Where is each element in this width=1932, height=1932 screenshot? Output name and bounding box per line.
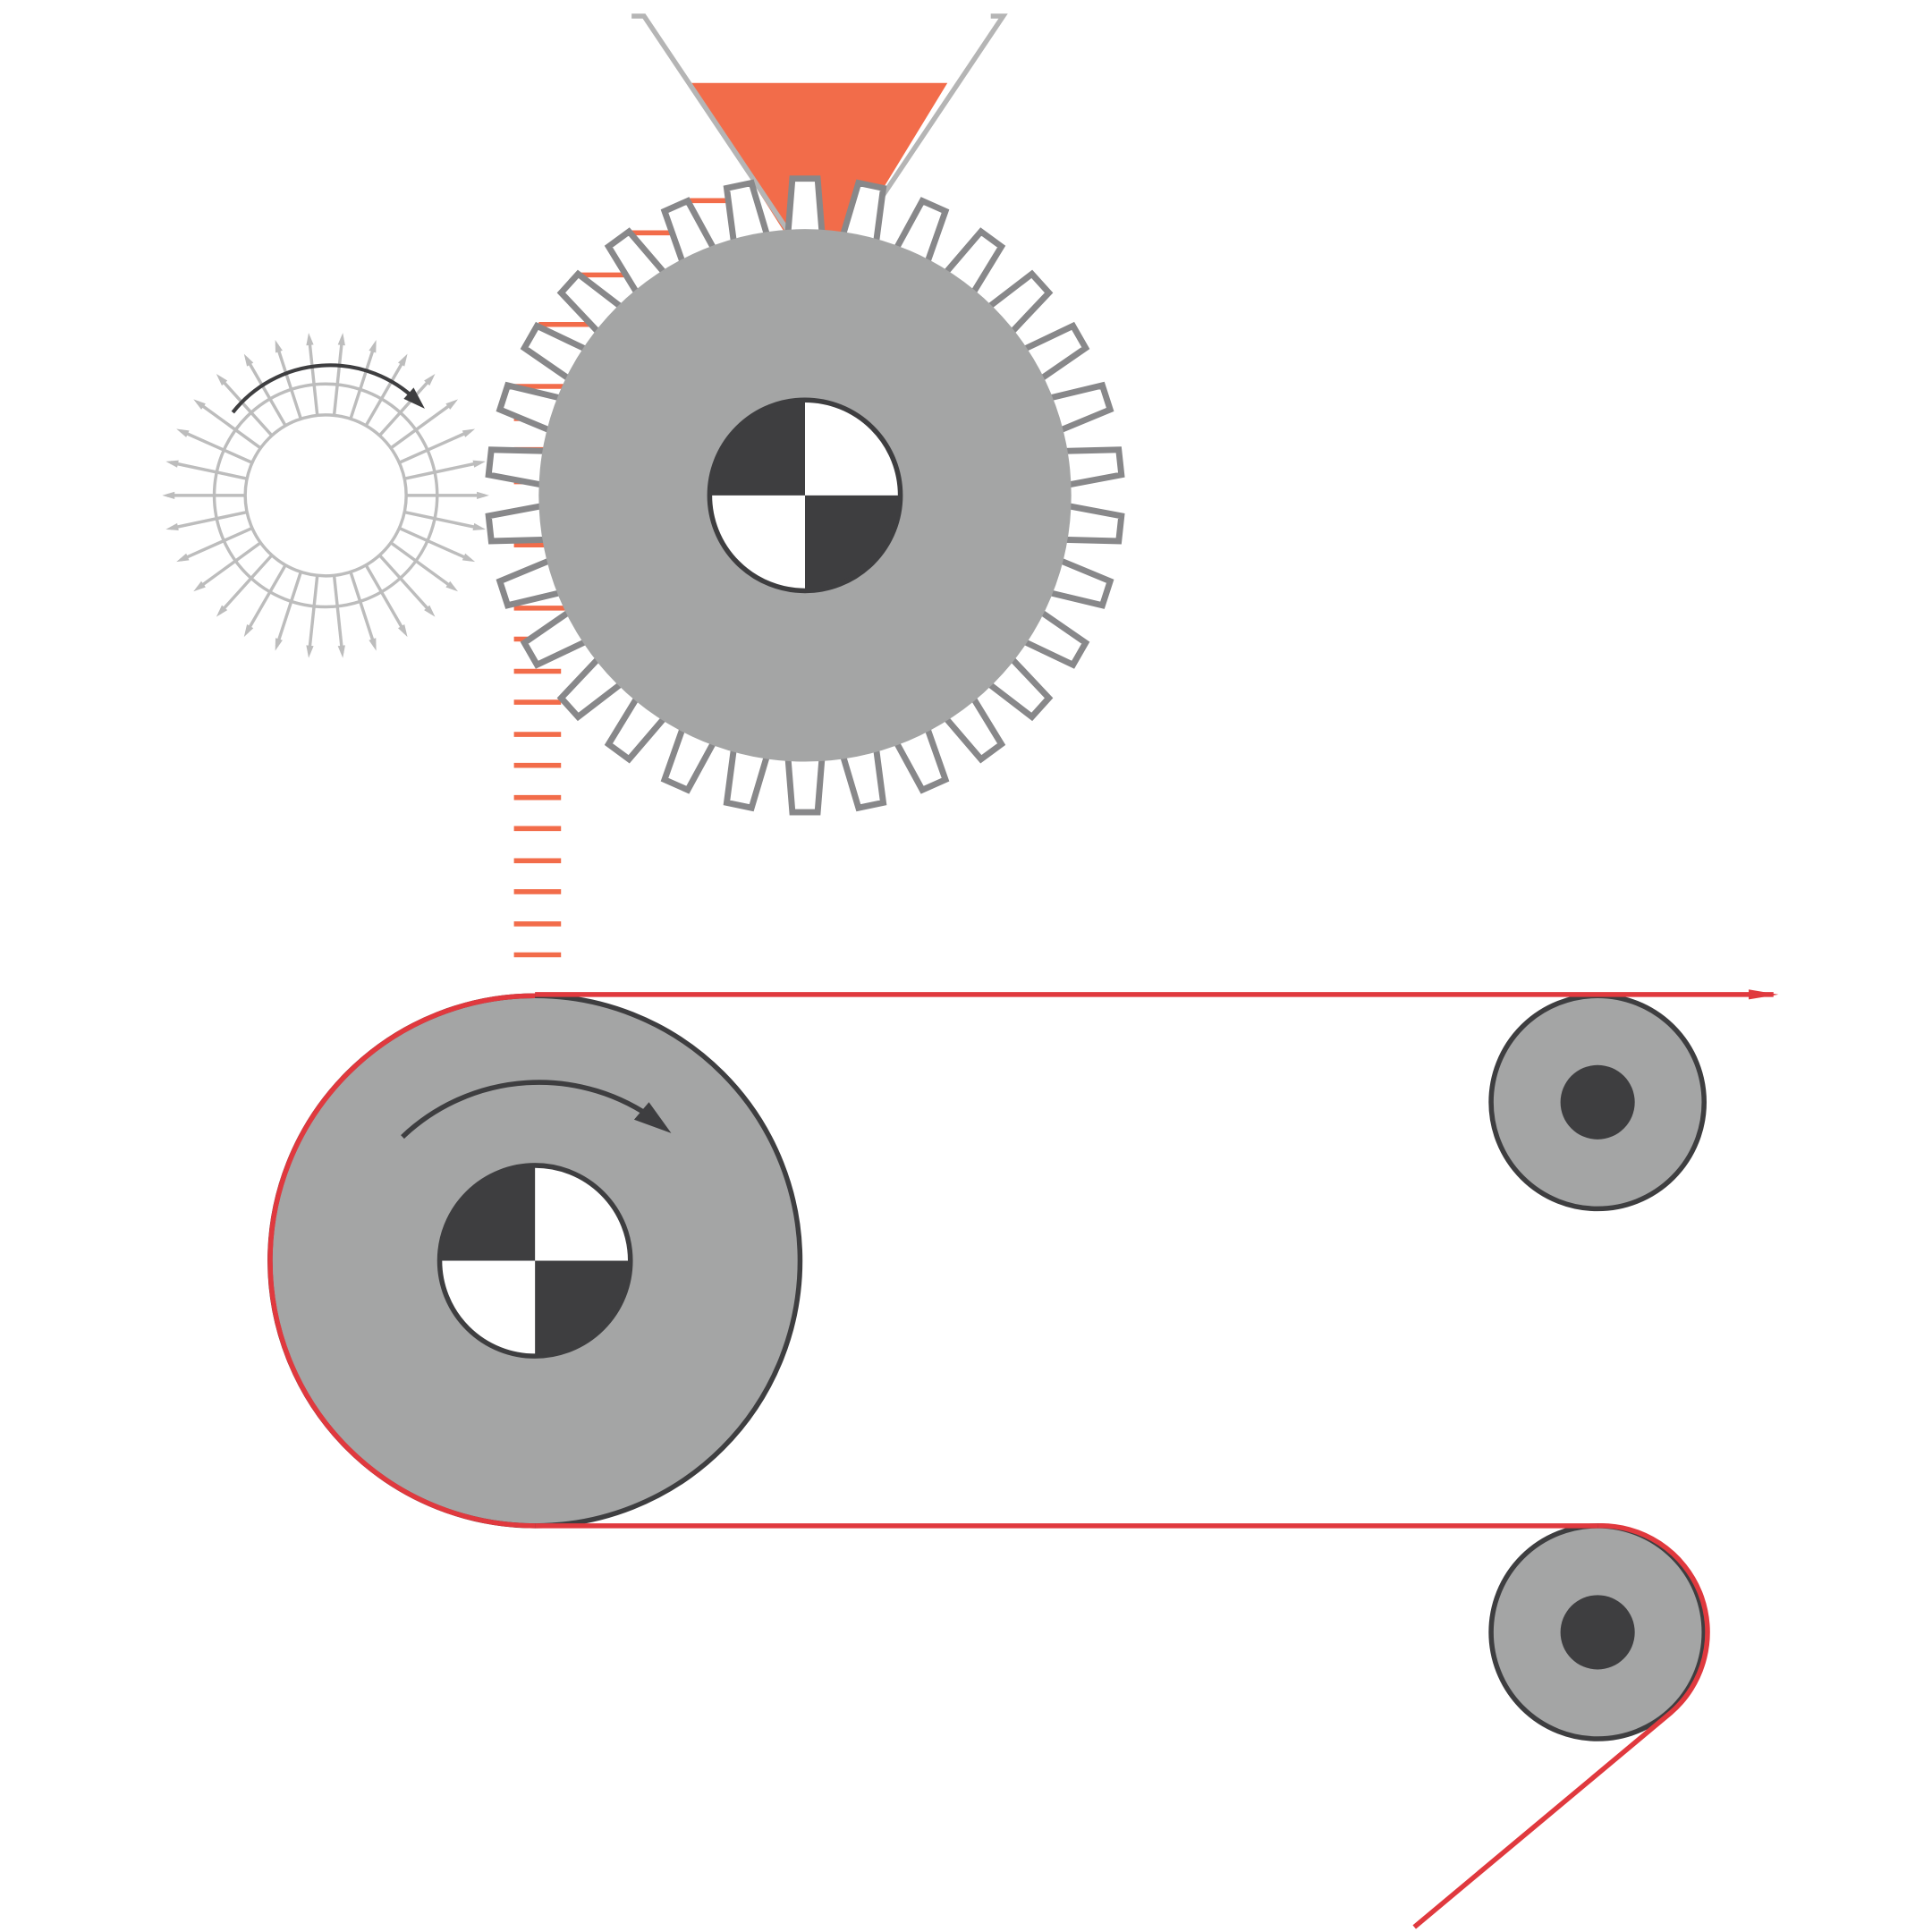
spoke-arrow [364, 564, 407, 634]
spoke-arrow [170, 461, 248, 480]
spoke-arrow [180, 429, 253, 464]
spoke-arrow [180, 526, 253, 562]
radial-wheel [162, 333, 489, 658]
spoke-arrow [218, 376, 274, 437]
pulley-hub-icon [436, 1163, 633, 1359]
spoke-arrowhead [216, 605, 228, 617]
spoke-arrowhead [216, 374, 228, 386]
spoke-arrowhead [424, 374, 436, 386]
spoke-arrow [218, 554, 274, 614]
spoke-arrowhead [193, 580, 206, 592]
spoke-arrow [389, 401, 455, 450]
drive-pulley [267, 993, 803, 1529]
spoke-arrowhead [193, 399, 206, 410]
gear-teeth [485, 175, 1125, 816]
spoke-arrow [403, 461, 481, 480]
gear-hub-icon [707, 397, 903, 594]
spoke-arrowhead [337, 645, 345, 658]
spoke-arrow [349, 571, 377, 647]
pulley-rotation-arrow-icon [401, 1080, 658, 1140]
rotation-arrow-icon [231, 363, 425, 414]
spoke-arrowhead [462, 428, 476, 437]
spoke-arrow [196, 541, 262, 590]
spoke-arrowhead [275, 340, 283, 353]
spoke-arrow [364, 357, 407, 427]
spoke-arrow [398, 429, 471, 464]
spoke-arrow [275, 571, 302, 647]
spoke-arrow [332, 575, 344, 654]
spoke-arrowhead [165, 522, 179, 531]
belt-direction-arrow-icon [1749, 989, 1779, 1000]
spoke-arrow [398, 526, 471, 562]
spoke-arrowhead [165, 460, 179, 468]
spoke-arrowhead [472, 460, 486, 468]
spoke-arrowhead [176, 428, 190, 437]
hopper-walls [631, 13, 1008, 240]
spoke-arrowhead [445, 399, 459, 410]
spoke-arrow [403, 510, 481, 530]
spoke-arrowhead [398, 353, 408, 367]
spoke-arrow [378, 376, 434, 437]
spoke-arrowhead [445, 580, 459, 592]
belt [535, 992, 1774, 1929]
spoke-arrow [245, 357, 287, 427]
spoke-arrowhead [477, 491, 489, 499]
spoke-arrowhead [243, 624, 254, 638]
spoke-arrow [245, 564, 287, 634]
hopper-material [690, 82, 948, 236]
upper-roller [1488, 993, 1707, 1212]
spoke-arrow [349, 343, 377, 419]
spoke-arrowhead [306, 333, 314, 346]
spoke-arrow [170, 510, 248, 530]
spoke-arrowhead [369, 340, 377, 353]
spoke-arrow [275, 343, 302, 419]
spoke-arrowhead [306, 645, 314, 658]
spoke-arrow [378, 554, 434, 614]
spoke-arrow [307, 337, 319, 416]
spoke-arrowhead [424, 605, 436, 617]
lower-roller [1488, 1523, 1707, 1741]
spoke-arrowhead [162, 491, 175, 499]
spoke-arrowhead [369, 638, 377, 651]
spoke-arrow [196, 401, 262, 450]
spoke-arrow [389, 541, 455, 590]
spoke-arrow [332, 337, 344, 416]
spoke-arrowhead [243, 353, 254, 367]
spoke-arrow [307, 575, 319, 654]
spoke-arrowhead [176, 553, 190, 563]
spoke-arrowhead [472, 522, 486, 531]
spoke-arrowhead [275, 638, 283, 651]
spoke-arrowhead [337, 333, 345, 346]
spoke-arrowhead [398, 624, 408, 638]
spoke-arrowhead [462, 553, 476, 563]
